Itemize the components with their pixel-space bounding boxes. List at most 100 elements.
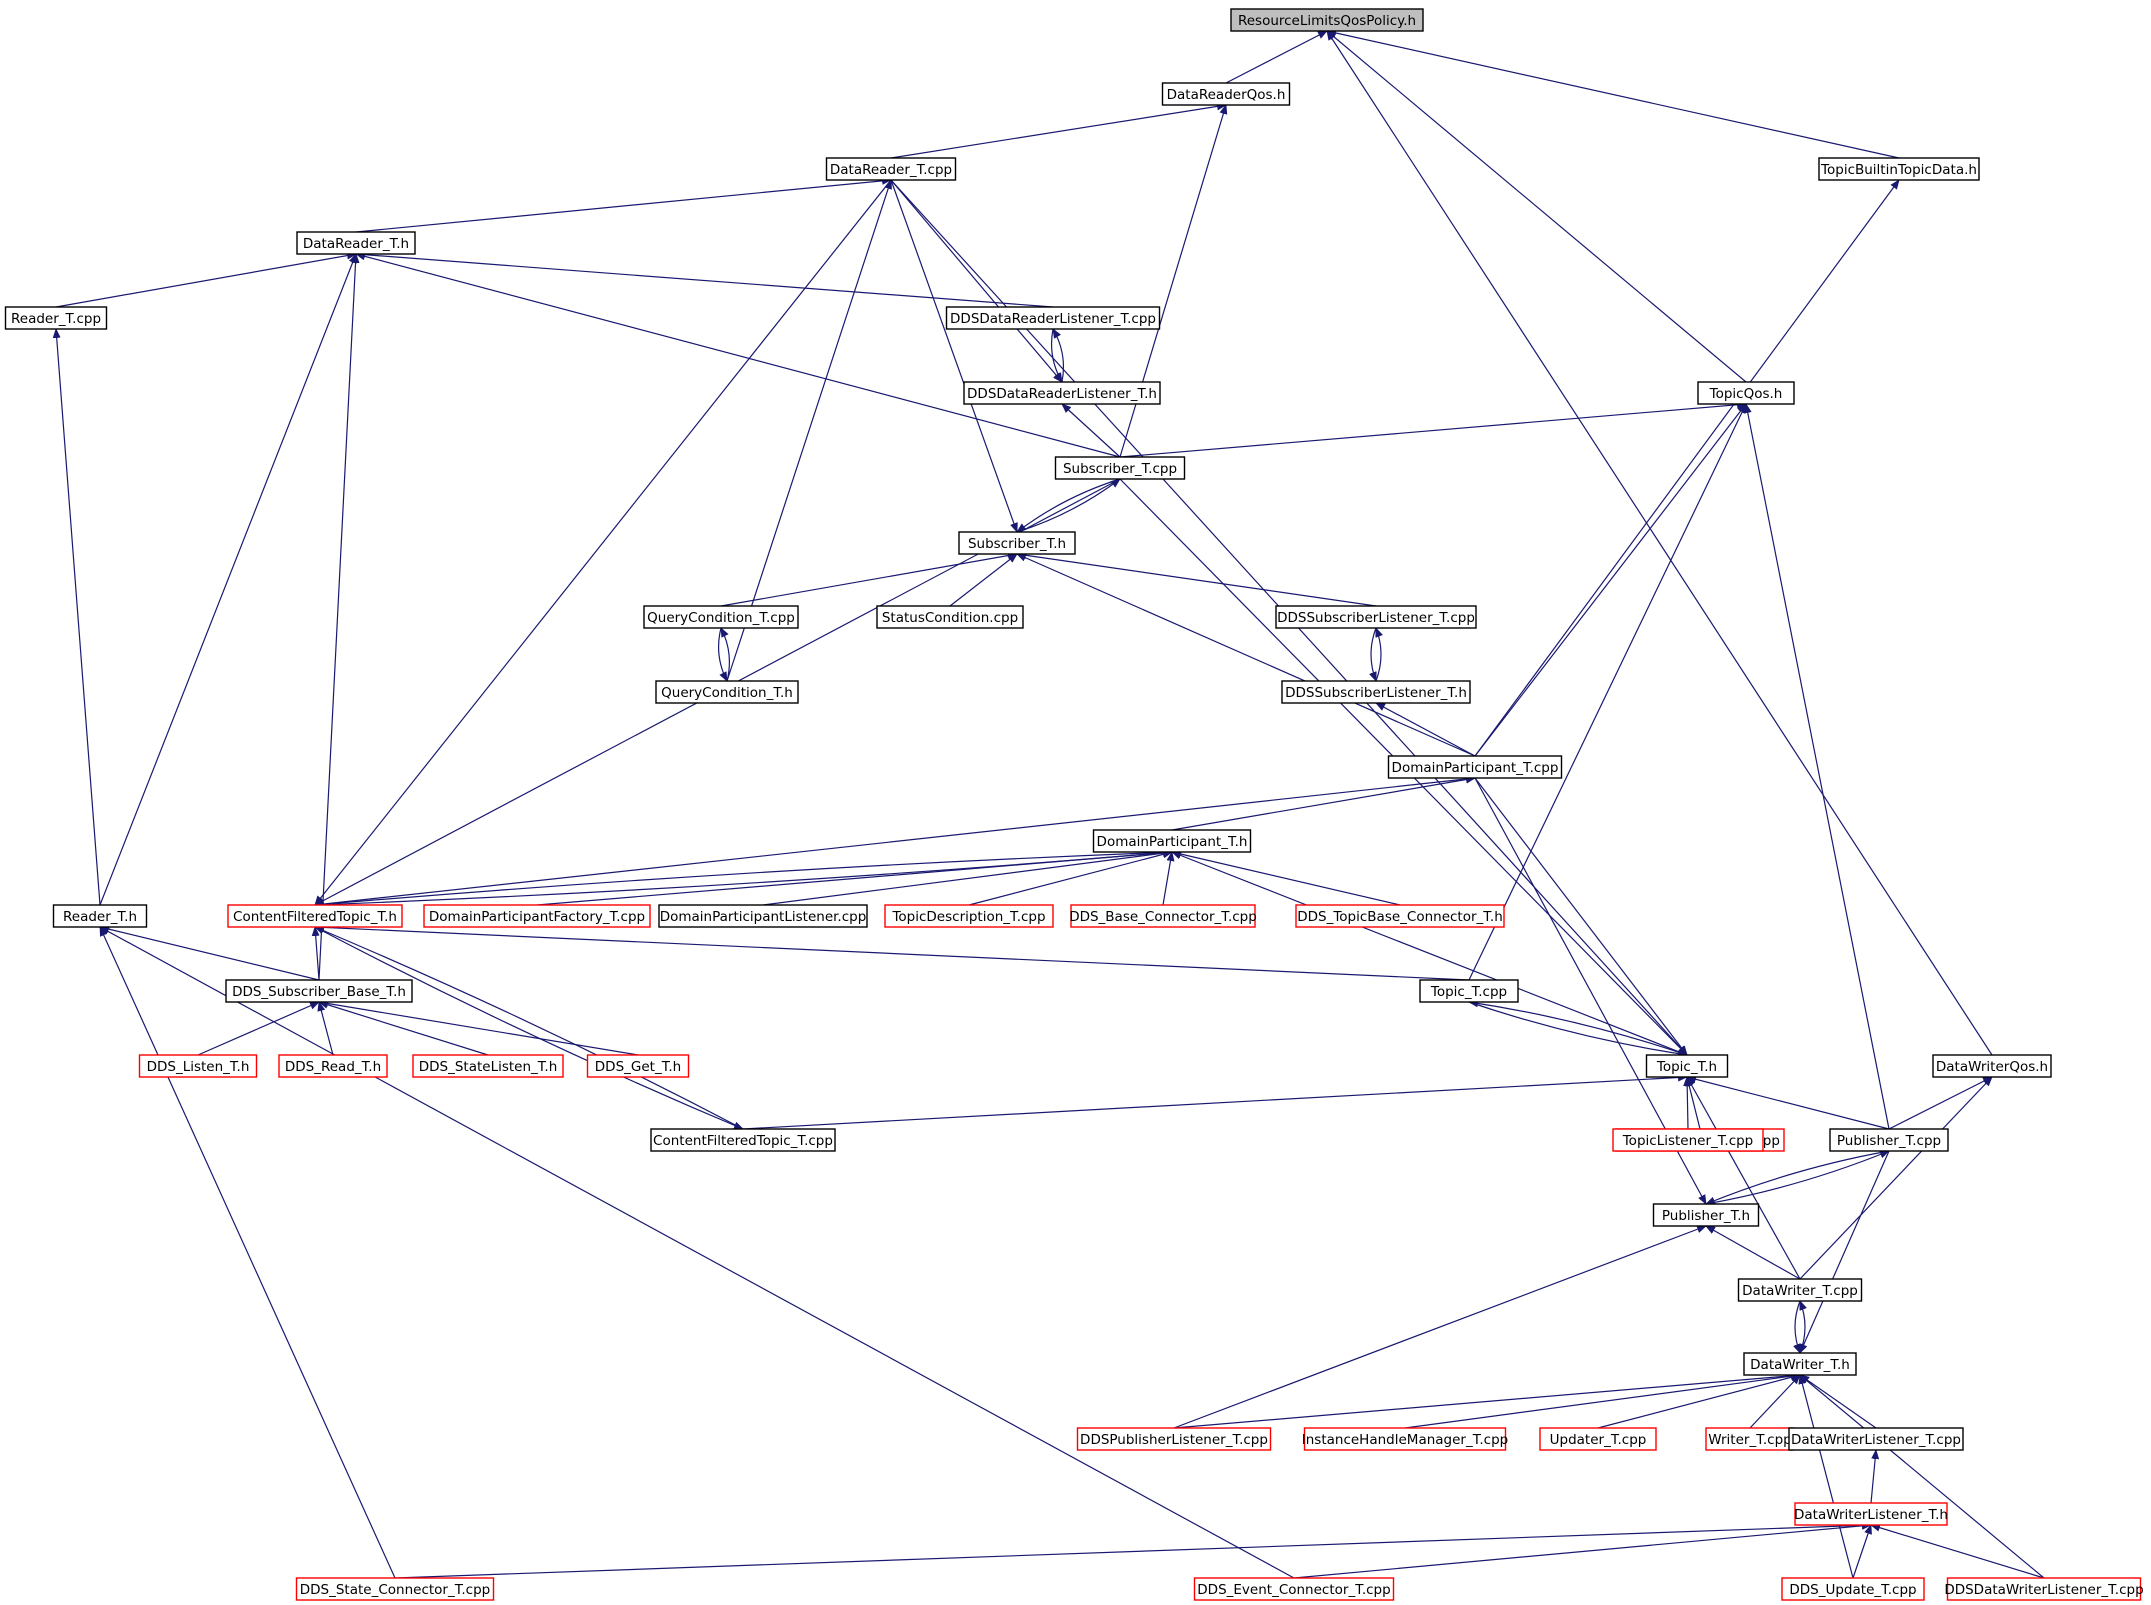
- node-label: ContentFilteredTopic_T.h: [233, 909, 397, 925]
- node-label: DDSDataReaderListener_T.h: [967, 386, 1157, 402]
- node-box: [1829, 1128, 1949, 1152]
- node-topiclcpp[interactable]: TopicListener_T.cpp: [1612, 1128, 1764, 1152]
- node-ddssubbase[interactable]: DDS_Subscriber_Base_T.h: [225, 979, 413, 1003]
- node-readertcpp[interactable]: Reader_T.cpp: [4, 306, 108, 330]
- edge-statuscond-to-subth: [949, 553, 1018, 607]
- node-dptcpp[interactable]: DomainParticipant_T.cpp: [1387, 755, 1563, 779]
- node-label: DDS_State_Connector_T.cpp: [300, 1582, 490, 1598]
- edge-topictcpp-to-topicth: [1468, 1001, 1688, 1058]
- edge-ihmtcpp-to-dwth: [1404, 1372, 1801, 1429]
- node-ddstopicbasecon[interactable]: DDS_TopicBase_Connector_T.h: [1295, 904, 1505, 928]
- node-pubth[interactable]: Publisher_T.h: [1652, 1203, 1760, 1227]
- node-ddssublh[interactable]: DDSSubscriberListener_T.h: [1281, 680, 1471, 704]
- node-dpth[interactable]: DomainParticipant_T.h: [1092, 829, 1252, 853]
- edge-updatertcpp-to-dwth: [1597, 1373, 1801, 1429]
- node-ddsdrlcpp[interactable]: DDSDataReaderListener_T.cpp: [945, 306, 1161, 330]
- node-box: [1743, 1352, 1857, 1376]
- edge-qcth-to-qctcpp: [720, 627, 731, 682]
- node-label: TopicListener_T.cpp: [1622, 1133, 1754, 1149]
- node-subtcpp[interactable]: Subscriber_T.cpp: [1054, 456, 1186, 480]
- edge-writertcpp-to-dwth: [1749, 1374, 1801, 1429]
- node-topicqos[interactable]: TopicQos.h: [1697, 381, 1795, 405]
- node-label: TopicBuiltinTopicData.h: [1820, 162, 1977, 178]
- node-updatertcpp[interactable]: Updater_T.cpp: [1539, 1427, 1657, 1451]
- node-tbtd[interactable]: TopicBuiltinTopicData.h: [1818, 157, 1980, 181]
- node-ddsget[interactable]: DDS_Get_T.h: [586, 1054, 690, 1078]
- node-ddsbasecon[interactable]: DDS_Base_Connector_T.cpp: [1069, 904, 1257, 928]
- edge-dwlth-to-dwlcpp: [1870, 1449, 1880, 1504]
- node-qctcpp[interactable]: QueryCondition_T.cpp: [643, 605, 799, 629]
- node-drqos[interactable]: DataReaderQos.h: [1161, 82, 1291, 106]
- edge-ddsdwlcpp-to-dwth: [1799, 1374, 2045, 1579]
- node-box: [1946, 1577, 2142, 1601]
- node-box: [1161, 82, 1291, 106]
- node-qcth[interactable]: QueryCondition_T.h: [655, 680, 799, 704]
- node-drtcpp[interactable]: DataReader_T.cpp: [825, 157, 957, 181]
- edge-dwqos-to-root: [1326, 30, 1993, 1056]
- node-dwlcpp[interactable]: DataWriterListener_T.cpp: [1788, 1427, 1964, 1451]
- node-label: Writer_T.cpp: [1708, 1432, 1791, 1448]
- node-ddsdwlcpp[interactable]: DDSDataWriterListener_T.cpp: [1944, 1577, 2144, 1601]
- node-pubtcpp[interactable]: Publisher_T.cpp: [1829, 1128, 1949, 1152]
- node-root[interactable]: ResourceLimitsQosPolicy.h: [1230, 8, 1424, 32]
- node-ddsupdate[interactable]: DDS_Update_T.cpp: [1781, 1577, 1925, 1601]
- node-ddsstatelisten[interactable]: DDS_StateListen_T.h: [412, 1054, 564, 1078]
- edge-readerth-to-readertcpp: [52, 328, 101, 906]
- node-dwtcpp[interactable]: DataWriter_T.cpp: [1737, 1278, 1863, 1302]
- node-box: [658, 904, 868, 928]
- node-label: DataWriterQos.h: [1936, 1059, 2048, 1075]
- edge-drtcpp-to-drqos: [890, 102, 1227, 159]
- node-topicth[interactable]: Topic_T.h: [1645, 1054, 1729, 1078]
- node-label: DDSSubscriberListener_T.cpp: [1277, 610, 1475, 626]
- node-box: [52, 904, 148, 928]
- edge-cftth-to-dptcpp: [314, 775, 1476, 906]
- node-dplcpp[interactable]: DomainParticipantListener.cpp: [658, 904, 868, 928]
- nodes-layer: ResourceLimitsQosPolicy.hDataReaderQos.h…: [4, 8, 2144, 1601]
- node-box: [1387, 755, 1563, 779]
- node-writertcpp[interactable]: Writer_T.cpp: [1705, 1427, 1795, 1451]
- edge-readerth-to-drth: [99, 253, 357, 906]
- node-box: [412, 1054, 564, 1078]
- edge-dpftcpp-to-dpth: [536, 848, 1173, 906]
- node-subth[interactable]: Subscriber_T.h: [958, 531, 1076, 555]
- node-dwth[interactable]: DataWriter_T.h: [1743, 1352, 1857, 1376]
- node-readerth[interactable]: Reader_T.h: [52, 904, 148, 928]
- node-label: DDS_Update_T.cpp: [1789, 1582, 1916, 1598]
- node-label: Reader_T.h: [63, 909, 137, 925]
- node-ddspublcpp[interactable]: DDSPublisherListener_T.cpp: [1076, 1427, 1272, 1451]
- edge-ddsdrlcpp-to-drth: [355, 250, 1054, 308]
- node-box: [650, 1128, 836, 1152]
- node-box: [643, 605, 799, 629]
- node-box: [876, 605, 1024, 629]
- node-box: [1818, 157, 1980, 181]
- node-drth[interactable]: DataReader_T.h: [296, 231, 416, 255]
- node-ddsstatecon[interactable]: DDS_State_Connector_T.cpp: [295, 1577, 495, 1601]
- node-label: DomainParticipant_T.h: [1097, 834, 1248, 850]
- node-ddslisten[interactable]: DDS_Listen_T.h: [138, 1054, 258, 1078]
- node-cftth[interactable]: ContentFilteredTopic_T.h: [227, 904, 403, 928]
- node-label: DDS_TopicBase_Connector_T.h: [1297, 909, 1503, 925]
- node-box: [1303, 1427, 1507, 1451]
- edge-dptcpp-to-subth: [1016, 553, 1476, 757]
- edge-ddssubbase-to-readerth: [99, 925, 320, 981]
- node-ddsread[interactable]: DDS_Read_T.h: [278, 1054, 388, 1078]
- node-box: [1697, 381, 1795, 405]
- node-dpftcpp[interactable]: DomainParticipantFactory_T.cpp: [423, 904, 651, 928]
- edge-ddsstatecon-to-dwlth: [394, 1521, 1872, 1579]
- node-ddssublcpp[interactable]: DDSSubscriberListener_T.cpp: [1275, 605, 1477, 629]
- node-box: [1295, 904, 1505, 928]
- edge-dptcpp-to-tbtd: [1474, 179, 1900, 757]
- node-ihmtcpp[interactable]: InstanceHandleManager_T.cpp: [1302, 1427, 1508, 1451]
- node-statuscond[interactable]: StatusCondition.cpp: [876, 605, 1024, 629]
- node-dwlth[interactable]: DataWriterListener_T.h: [1794, 1502, 1948, 1526]
- node-label: DomainParticipantFactory_T.cpp: [429, 909, 645, 925]
- edge-drtcpp-to-cftth: [314, 179, 892, 906]
- node-ddseventcon[interactable]: DDS_Event_Connector_T.cpp: [1193, 1577, 1395, 1601]
- node-dwqos[interactable]: DataWriterQos.h: [1932, 1054, 2052, 1078]
- node-tdtcpp[interactable]: TopicDescription_T.cpp: [884, 904, 1054, 928]
- node-box: [1737, 1278, 1863, 1302]
- node-topictcpp[interactable]: Topic_T.cpp: [1419, 979, 1519, 1003]
- node-label: Topic_T.cpp: [1430, 984, 1507, 1000]
- node-ddsdrlh[interactable]: DDSDataReaderListener_T.h: [963, 381, 1161, 405]
- node-cfttcpp[interactable]: ContentFilteredTopic_T.cpp: [650, 1128, 836, 1152]
